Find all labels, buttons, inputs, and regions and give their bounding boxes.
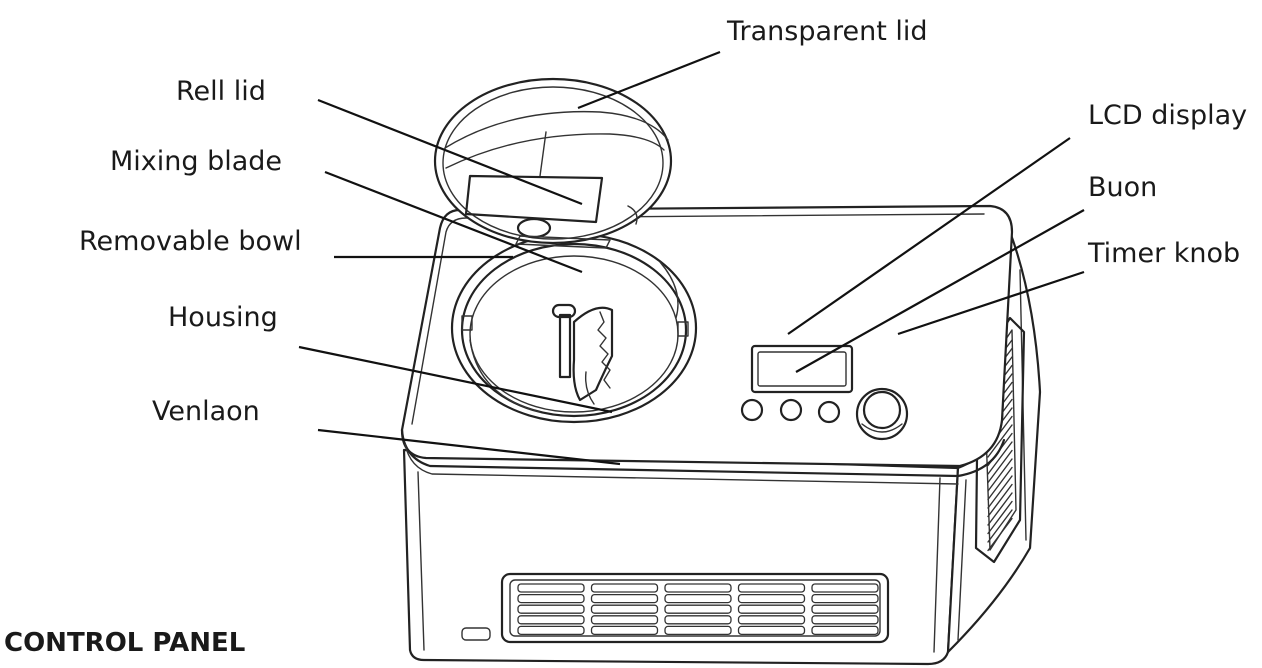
front-vent-slot [665, 595, 731, 603]
front-vent-slot [592, 595, 658, 603]
front-vent-slot [739, 605, 805, 613]
label-lcd-display: LCD display [1088, 102, 1247, 129]
front-vent-slot [518, 626, 584, 634]
label-mixing-blade: Mixing blade [110, 148, 282, 175]
front-vent-slot [739, 595, 805, 603]
front-vent-slot [665, 626, 731, 634]
front-vent-slot [518, 595, 584, 603]
section-heading: CONTROL PANEL [4, 630, 245, 656]
label-buon: Buon [1088, 174, 1157, 201]
front-vent-slot [739, 616, 805, 624]
front-vent-slot [812, 626, 878, 634]
front-vent-slot [665, 616, 731, 624]
label-timer-knob: Timer knob [1088, 240, 1240, 267]
label-transparent-lid: Transparent lid [727, 18, 928, 45]
front-vent-slot [592, 626, 658, 634]
front-vent-slot [518, 605, 584, 613]
front-vent-slot [665, 605, 731, 613]
label-housing: Housing [168, 304, 278, 331]
front-vent-slot [518, 616, 584, 624]
front-vent-slot [739, 626, 805, 634]
front-vent-slot [592, 605, 658, 613]
front-vent-slot [812, 605, 878, 613]
front-vent-slot [592, 584, 658, 592]
front-vent-slot [812, 595, 878, 603]
label-rell-lid: Rell lid [176, 78, 266, 105]
label-venlaon: Venlaon [152, 398, 260, 425]
front-vent-slot [518, 584, 584, 592]
front-vent-slot [592, 616, 658, 624]
front-vent-slot [665, 584, 731, 592]
front-vent [502, 574, 888, 642]
front-vent-slot [739, 584, 805, 592]
front-vent-slot [812, 584, 878, 592]
front-vent-slot [812, 616, 878, 624]
label-removable-bowl: Removable bowl [79, 228, 302, 255]
